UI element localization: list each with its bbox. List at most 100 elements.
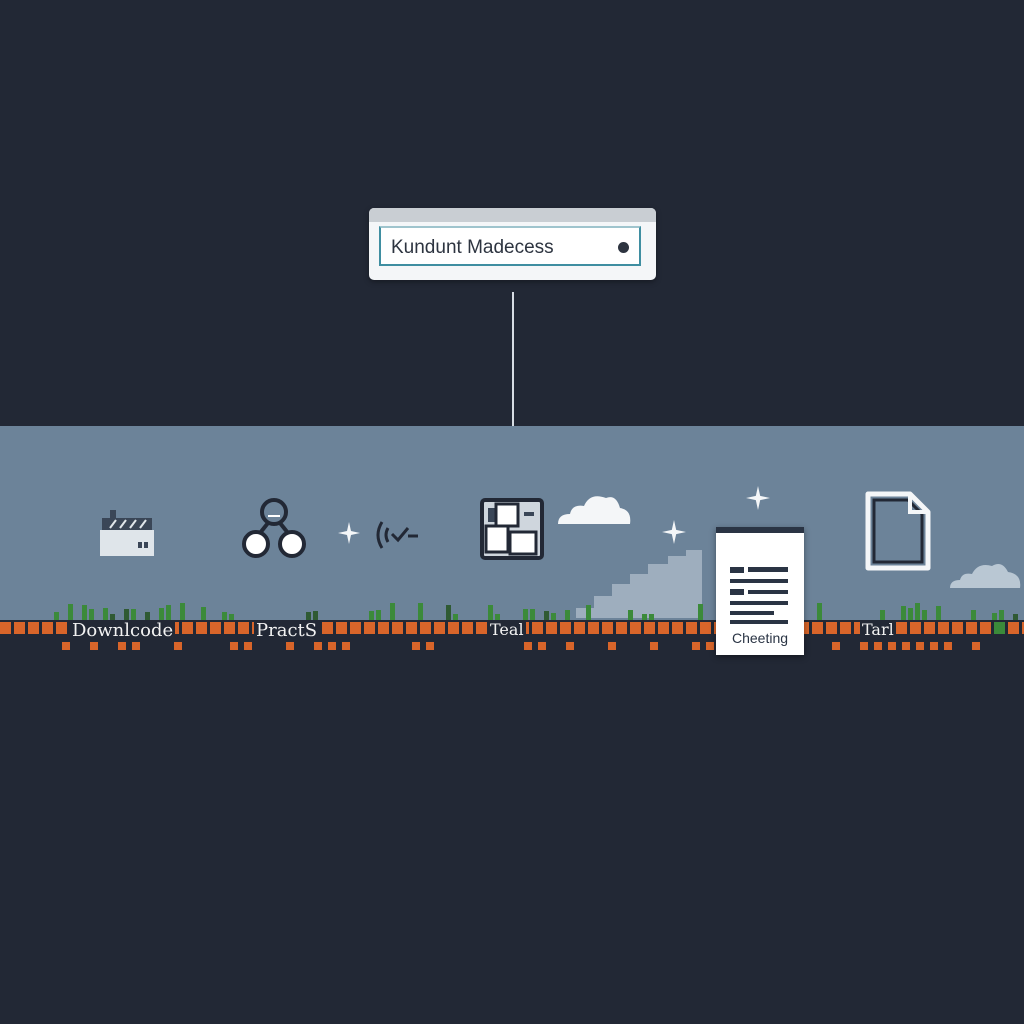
timeline-pixel: [874, 642, 882, 650]
grass-pixel: [369, 611, 374, 620]
timeline-pixel: [916, 642, 924, 650]
timeline-pixel: [538, 642, 546, 650]
timeline-pixel: [812, 622, 823, 634]
grass-pixel: [551, 613, 556, 620]
timeline-pixel: [832, 642, 840, 650]
timeline-pixel: [244, 642, 252, 650]
timeline-pixel: [860, 642, 868, 650]
timeline-pixel: [938, 622, 949, 634]
timeline-pixel: [230, 642, 238, 650]
grass-pixel: [642, 614, 647, 620]
timeline-pixel: [28, 622, 39, 634]
timeline-pixel: [630, 622, 641, 634]
grass-pixel: [306, 612, 311, 620]
search-input[interactable]: Kundunt Madecess: [379, 226, 641, 266]
timeline-pixel: [952, 622, 963, 634]
grass-pixel: [544, 611, 549, 620]
timeline-pixel: [888, 642, 896, 650]
grass-pixel: [145, 612, 150, 620]
blank-page-icon[interactable]: [864, 490, 932, 572]
timeline-pixel: [972, 642, 980, 650]
document-card[interactable]: Cheeting: [716, 527, 804, 655]
timeline-pixel: [322, 622, 333, 634]
share-nodes-icon[interactable]: [240, 496, 310, 560]
grass-pixel: [131, 609, 136, 620]
cloud-icon: [950, 564, 1021, 588]
search-dialog: Kundunt Madecess: [369, 208, 656, 280]
grass-pixel: [992, 613, 997, 620]
timeline-pixel: [56, 622, 67, 634]
timeline-pixel: [342, 642, 350, 650]
timeline-pixel: [1022, 622, 1024, 634]
timeline-pixel: [132, 642, 140, 650]
timeline-pixel: [574, 622, 585, 634]
grass-pixel: [222, 612, 227, 620]
grass-pixel: [82, 605, 87, 620]
timeline-pixel: [314, 642, 322, 650]
timeline-pixel: [392, 622, 403, 634]
grass-pixel: [971, 610, 976, 620]
timeline-pixel: [434, 622, 445, 634]
search-input-value: Kundunt Madecess: [391, 237, 554, 258]
timeline-pixel: [854, 622, 865, 634]
grass-pixel: [488, 605, 493, 620]
timeline-pixel: [608, 642, 616, 650]
grass-pixel: [908, 608, 913, 620]
timeline-pixel: [336, 622, 347, 634]
timeline-pixel: [840, 622, 851, 634]
timeline-pixel: [644, 622, 655, 634]
grass-pixel: [166, 605, 171, 620]
cloud-icon: [558, 496, 631, 524]
timeline-pixel: [328, 642, 336, 650]
timeline-pixel: [560, 622, 571, 634]
timeline-pixel: [944, 642, 952, 650]
grass-pixel: [229, 614, 234, 620]
server-icon[interactable]: [98, 508, 156, 558]
timeline-pixel: [196, 622, 207, 634]
timeline-pixel: [90, 642, 98, 650]
grass-pixel: [649, 614, 654, 620]
grass-pixel: [901, 606, 906, 620]
grass-pixel: [586, 605, 591, 620]
timeline-pixel: [448, 622, 459, 634]
timeline-pixel: [462, 622, 473, 634]
timeline-pixel: [602, 622, 613, 634]
grass-pixel: [313, 611, 318, 620]
timeline-pixel: [706, 642, 714, 650]
dialog-titlebar[interactable]: [369, 208, 656, 222]
timeline-pixel: [980, 622, 991, 634]
sparkle-icon: [662, 520, 686, 544]
timeline-pixel: [238, 622, 249, 634]
signal-check-icon[interactable]: [372, 518, 420, 552]
toolbar-label-tarl[interactable]: Tarl: [860, 620, 896, 639]
grass-pixel: [201, 607, 206, 620]
timeline-pixel: [412, 642, 420, 650]
grass-pixel: [523, 609, 528, 620]
grass-pixel: [817, 603, 822, 620]
timeline-pixel: [566, 642, 574, 650]
status-dot-icon: [618, 242, 629, 253]
grass-pixel: [376, 610, 381, 620]
timeline-pixel: [896, 622, 907, 634]
toolbar-label-downlcode[interactable]: Downlcode: [70, 620, 176, 641]
grass-pixel: [915, 603, 920, 620]
grass-pixel: [180, 603, 185, 620]
windows-stack-icon[interactable]: [480, 498, 546, 560]
grass-pixel: [159, 608, 164, 620]
timeline-pixel: [210, 622, 221, 634]
timeline-pixel: [1008, 622, 1019, 634]
timeline-pixel: [14, 622, 25, 634]
timeline-pixel: [546, 622, 557, 634]
toolbar-label-teal[interactable]: Teal: [488, 620, 526, 639]
grass-pixel: [54, 612, 59, 620]
timeline-pixel: [686, 622, 697, 634]
timeline-pixel: [118, 642, 126, 650]
grass-pixel: [89, 609, 94, 620]
timeline-pixel: [658, 622, 669, 634]
timeline-pixel: [532, 622, 543, 634]
timeline-pixel: [182, 622, 193, 634]
timeline-pixel: [588, 622, 599, 634]
grass-pixel: [698, 604, 703, 620]
toolbar-label-practs[interactable]: PractS: [254, 620, 320, 641]
